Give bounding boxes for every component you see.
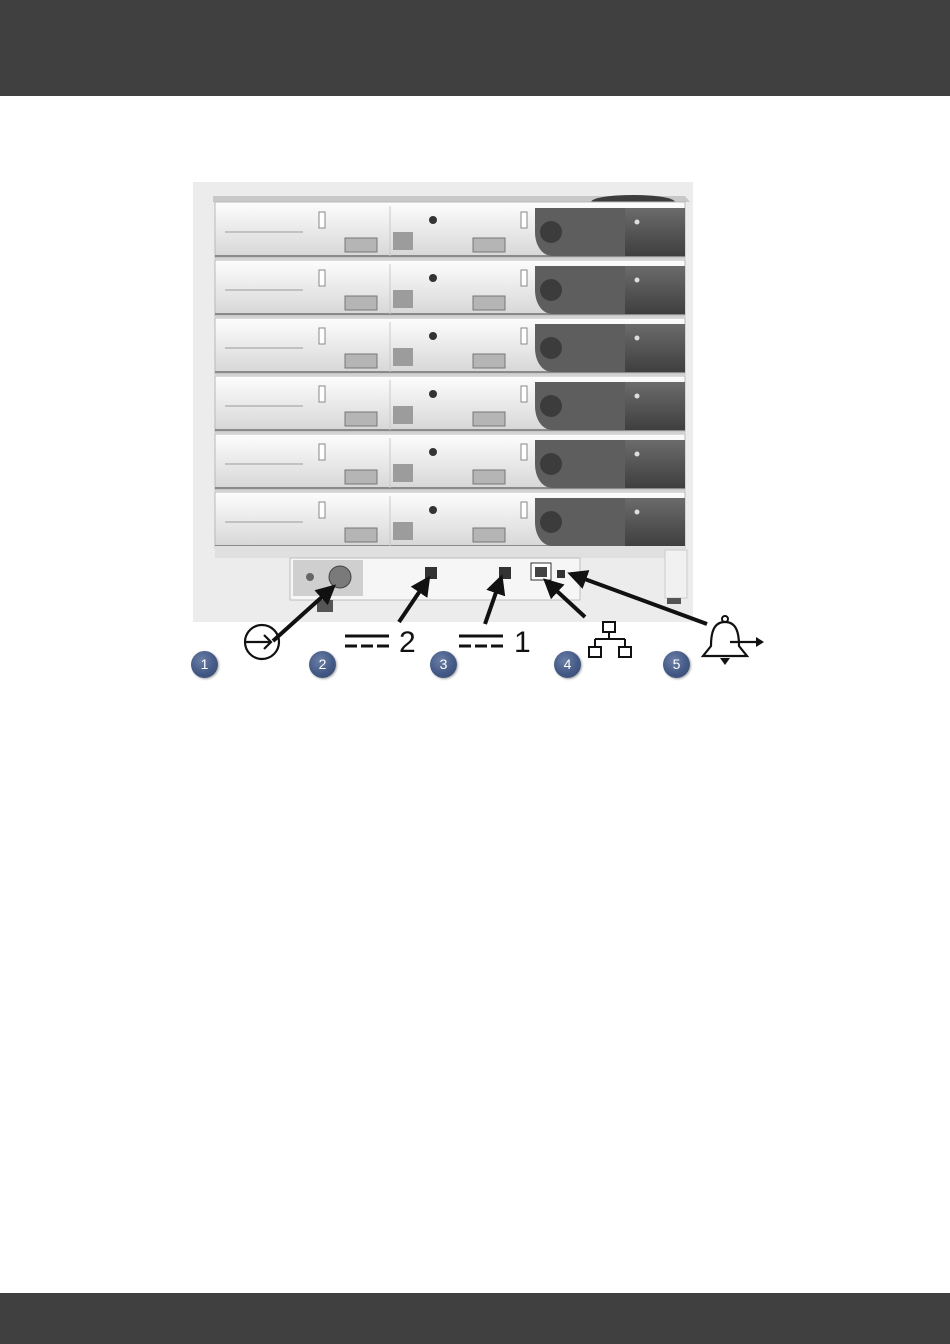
dc-output-icon-2 (345, 636, 389, 646)
dc-output-icon-1 (459, 636, 503, 646)
device-figure: 2 1 1 2 3 4 5 (185, 178, 770, 690)
dc-output-label-2: 2 (399, 628, 416, 658)
network-icon (589, 622, 631, 657)
dc-output-label-1: 1 (514, 628, 531, 658)
header-bar (0, 0, 950, 96)
callout-3: 3 (430, 651, 457, 678)
callout-5: 5 (663, 651, 690, 678)
callout-2: 2 (309, 651, 336, 678)
callout-1: 1 (191, 651, 218, 678)
callout-4: 4 (554, 651, 581, 678)
device-illustration (185, 178, 770, 690)
alarm-bell-icon (703, 616, 764, 665)
footer-bar (0, 1293, 950, 1344)
